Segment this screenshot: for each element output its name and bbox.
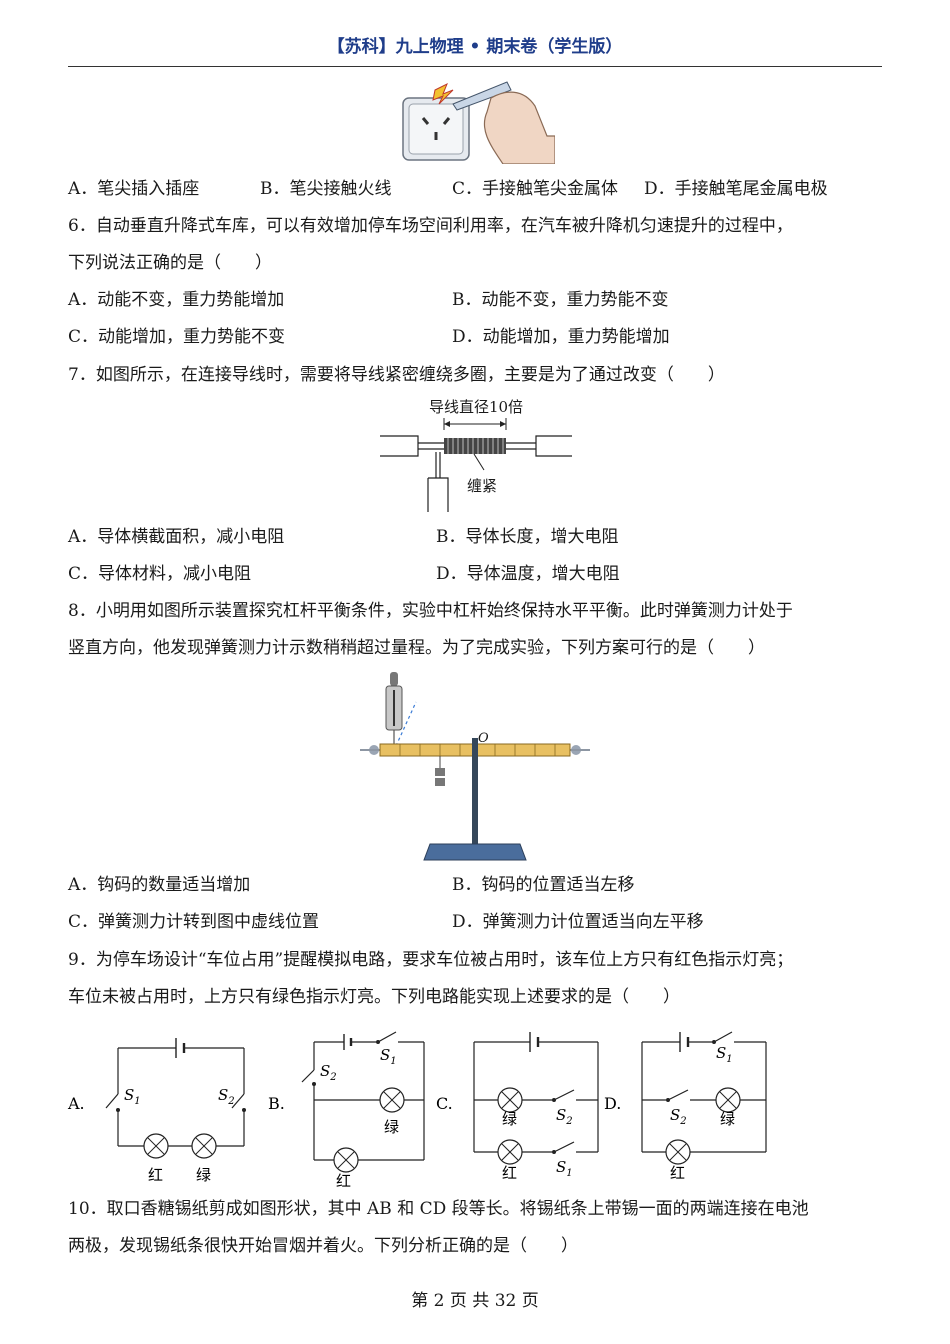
circuit-d-green: 绿 [720,1110,735,1128]
circuit-a-green: 绿 [196,1166,211,1184]
q6-option-d: D．动能增加，重力势能增加 [452,327,670,347]
circuit-d-s1: S [716,1044,726,1062]
circuit-c-green: 绿 [502,1110,517,1128]
q5-option-a: A．笔尖插入插座 [68,179,200,199]
circuit-d-s1-sub: 1 [726,1054,732,1065]
circuit-c-s2: S [556,1106,566,1124]
circuit-b-s2-sub: 2 [329,1072,336,1083]
circuit-b-label: B. [268,1094,285,1113]
q9-stem-line2: 车位未被占用时，上方只有绿色指示灯亮。下列电路能实现上述要求的是（ ） [68,987,680,1007]
svg-text:S1: S1 [556,1158,573,1179]
circuit-b-green: 绿 [384,1118,399,1136]
circuit-c-s1: S [556,1158,566,1176]
circuit-a-s1: S [124,1086,134,1104]
q8-option-d: D．弹簧测力计位置适当向左平移 [452,912,704,932]
q6-option-a: A．动能不变，重力势能增加 [68,290,285,310]
circuit-a-red: 红 [148,1166,163,1184]
svg-text:S1: S1 [380,1046,397,1067]
pivot-label: O [478,731,489,746]
svg-text:S1: S1 [124,1086,141,1107]
lever-figure: O [360,672,590,861]
q5-option-d: D．手接触笔尾金属电极 [644,179,828,199]
q6-option-c: C．动能增加，重力势能不变 [68,327,286,347]
q7-option-a: A．导体横截面积，减小电阻 [68,527,285,547]
circuit-c: C. 绿 S2 红 S1 [436,1032,599,1182]
svg-text:S2: S2 [556,1106,573,1127]
svg-text:S2: S2 [670,1106,687,1127]
circuit-b-s2: S [320,1062,330,1080]
circuit-a-s2-sub: 2 [227,1096,234,1107]
circuit-a-label: A. [67,1094,85,1113]
svg-text:S2: S2 [218,1086,235,1107]
q8-option-c: C．弹簧测力计转到图中虚线位置 [68,912,320,932]
q8-stem-line2: 竖直方向，他发现弹簧测力计示数稍稍超过量程。为了完成实验，下列方案可行的是（ ） [68,638,765,658]
q8-option-a: A．钩码的数量适当增加 [68,875,251,895]
q8-stem-line1: 8．小明用如图所示装置探究杠杆平衡条件，实验中杠杆始终保持水平平衡。此时弹簧测力… [68,601,793,621]
q7-option-d: D．导体温度，增大电阻 [436,564,620,584]
circuit-b-s1-sub: 1 [390,1056,396,1067]
q8-option-b: B．钩码的位置适当左移 [452,875,635,895]
circuit-d-label: D. [604,1094,621,1113]
circuit-c-label: C. [436,1094,453,1113]
q7-stem: 7．如图所示，在连接导线时，需要将导线紧密缠绕多圈，主要是为了通过改变（ ） [68,365,725,385]
circuit-c-red: 红 [502,1164,517,1182]
q5-option-c: C．手接触笔尖金属体 [452,179,619,199]
circuit-d: D. S1 S2 绿 红 [604,1031,767,1182]
q9-stem-line1: 9．为停车场设计“车位占用”提醒模拟电路，要求车位被占用时，该车位上方只有红色指… [68,950,794,970]
circuit-b: B. S1 S2 绿 红 [268,1031,425,1188]
q7-option-b: B．导体长度，增大电阻 [436,527,619,547]
circuit-a-s1-sub: 1 [134,1096,140,1107]
wire-label-top: 导线直径10倍 [429,398,523,416]
circuit-d-s2: S [670,1106,680,1124]
q6-stem-line2: 下列说法正确的是（ ） [68,253,272,273]
circuit-d-red: 红 [670,1164,685,1182]
circuit-c-s2-sub: 2 [565,1116,572,1127]
circuit-b-s1: S [380,1046,390,1064]
circuit-b-red: 红 [336,1172,351,1188]
circuit-c-s1-sub: 1 [566,1168,572,1179]
test-pen-figure [402,81,555,164]
q10-stem-line1: 10．取口香糖锡纸剪成如图形状，其中 AB 和 CD 段等长。将锡纸条上带锡一面… [68,1199,809,1219]
wire-winding-figure: 导线直径10倍 缠紧 [380,398,572,512]
header-divider [68,66,882,67]
q5-option-b: B．笔尖接触火线 [260,179,392,199]
page-number: 第 2 页 共 32 页 [411,1291,539,1311]
q6-option-b: B．动能不变，重力势能不变 [452,290,669,310]
q7-option-c: C．导体材料，减小电阻 [68,564,252,584]
page-header-title: 【苏科】九上物理 • 期末卷（学生版） [327,37,623,57]
q6-stem-line1: 6．自动垂直升降式车库，可以有效增加停车场空间利用率，在汽车被升降机匀速提升的过… [68,216,793,236]
circuit-a-s2: S [218,1086,228,1104]
svg-text:S1: S1 [716,1044,733,1065]
circuit-a: A. S1 S2 红 绿 [67,1038,246,1184]
circuit-d-s2-sub: 2 [679,1116,686,1127]
q10-stem-line2: 两极，发现锡纸条很快开始冒烟并着火。下列分析正确的是（ ） [68,1236,578,1256]
svg-text:S2: S2 [320,1062,337,1083]
wire-label-bottom: 缠紧 [467,477,497,495]
